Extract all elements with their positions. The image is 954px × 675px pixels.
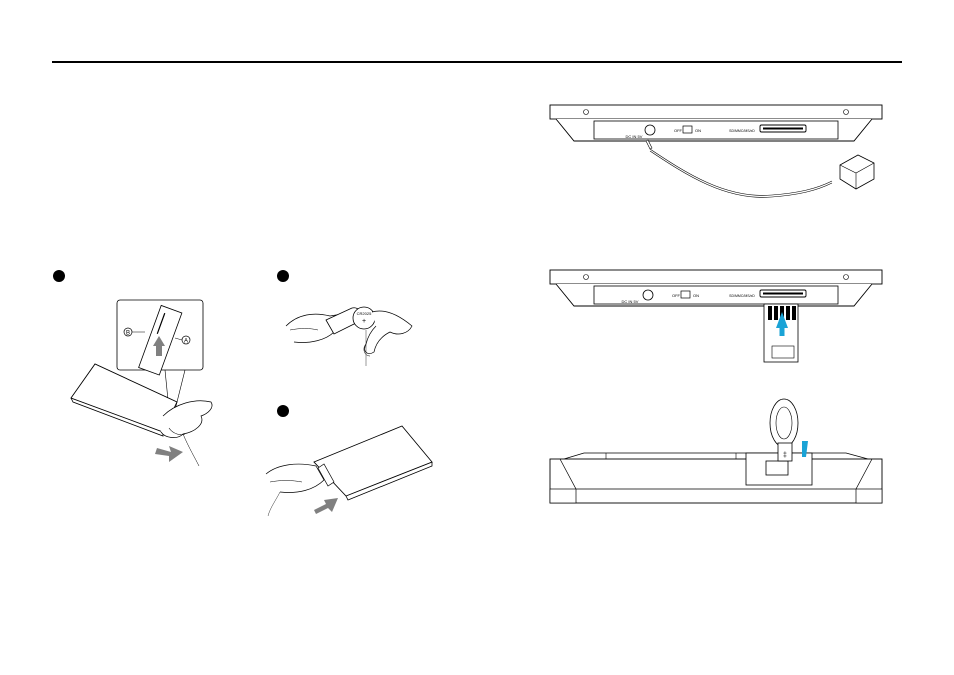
dc-in-label: DC IN 5V — [626, 134, 643, 139]
battery-model: CR2025 — [357, 311, 372, 316]
frame-power-adapter-illustration: DC IN 5V OFF ON SD/MMC/MS/xD — [546, 103, 891, 213]
header-rule — [52, 61, 902, 63]
usb-symbol: ‡ — [783, 452, 787, 459]
label-b: B — [126, 331, 130, 337]
remote-open-tray-illustration: B A — [65, 298, 225, 468]
switch-on-label: ON — [695, 128, 701, 133]
step-1-badge — [53, 270, 65, 282]
label-a: A — [184, 339, 188, 345]
frame-memory-card-illustration: DC IN 5V OFF ON SD/MMC/MS/xD — [546, 268, 891, 368]
card-slot-label: SD/MMC/MS/xD — [729, 129, 755, 133]
step-3-badge — [277, 405, 289, 417]
card-slot-label-2: SD/MMC/MS/xD — [729, 294, 755, 298]
battery-plus-sign: + — [362, 318, 366, 325]
switch-off-label: OFF — [674, 128, 683, 133]
frame-usb-drive-illustration: ‡ — [546, 393, 891, 508]
switch-off-label-2: OFF — [672, 293, 681, 298]
step-2-badge — [277, 270, 289, 282]
remote-close-tray-illustration — [262, 424, 442, 520]
battery-insert-illustration: CR2025 + — [282, 296, 422, 366]
dc-in-label-2: DC IN 5V — [622, 299, 639, 304]
switch-on-label-2: ON — [693, 293, 699, 298]
